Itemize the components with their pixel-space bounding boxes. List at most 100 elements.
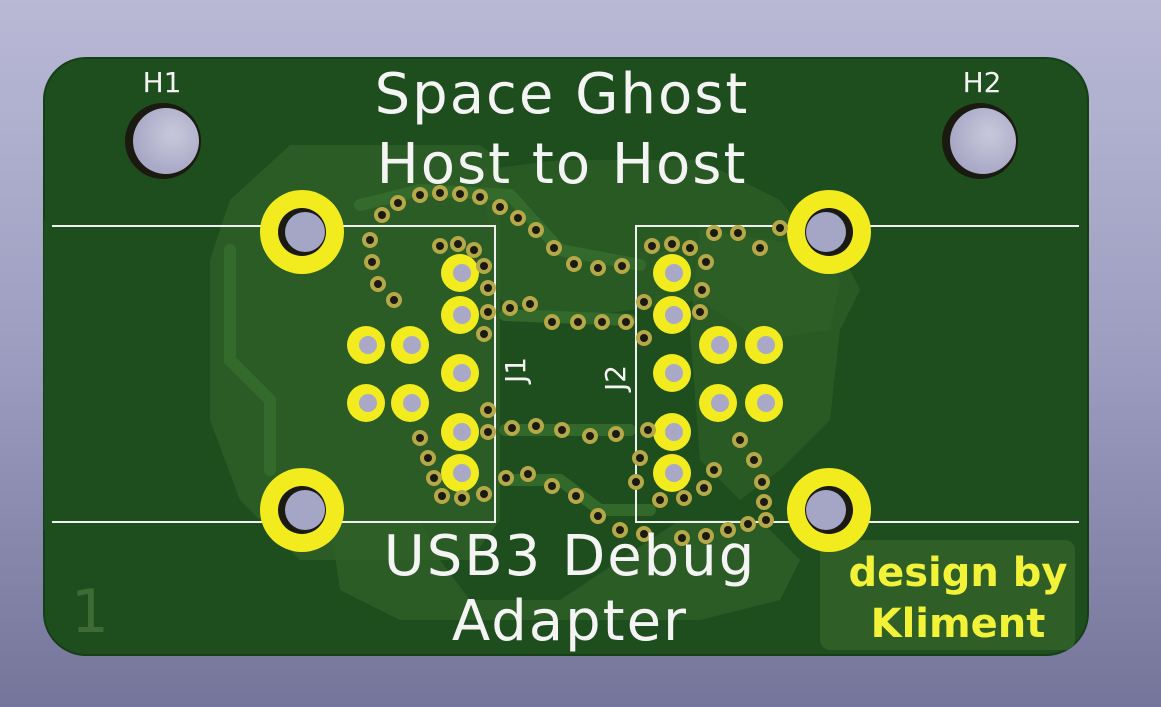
via [706, 462, 722, 478]
via [510, 210, 526, 226]
via [528, 418, 544, 434]
via [480, 304, 496, 320]
via [652, 492, 668, 508]
signal-pad [441, 413, 479, 451]
signal-pad [441, 354, 479, 392]
via [566, 256, 582, 272]
via [362, 232, 378, 248]
signal-pad [653, 413, 691, 451]
signal-pad [441, 454, 479, 492]
via [754, 474, 770, 490]
via [682, 240, 698, 256]
signal-pad [391, 326, 429, 364]
via [706, 225, 722, 241]
board-subtitle-line1: USB3 Debug [384, 524, 757, 589]
layer-number: 1 [71, 577, 109, 647]
via [544, 478, 560, 494]
via [746, 452, 762, 468]
via [450, 236, 466, 252]
via [480, 280, 496, 296]
via [390, 195, 406, 211]
via [432, 185, 448, 201]
signal-pad [653, 454, 691, 492]
via [608, 426, 624, 442]
board-title-line2: Host to Host [377, 132, 748, 197]
signal-pads [347, 254, 783, 492]
via [554, 422, 570, 438]
via [640, 422, 656, 438]
via [612, 522, 628, 538]
signal-pad [347, 384, 385, 422]
via [732, 432, 748, 448]
signal-pad [699, 384, 737, 422]
via [644, 238, 660, 254]
board-subtitle-line2: Adapter [452, 589, 688, 654]
via [454, 490, 470, 506]
via [696, 480, 712, 496]
via [664, 236, 680, 252]
via [412, 187, 428, 203]
via [618, 314, 634, 330]
via [676, 490, 692, 506]
via [594, 314, 610, 330]
via [476, 326, 492, 342]
via [374, 207, 390, 223]
via [752, 240, 768, 256]
board-title-line1: Space Ghost [375, 62, 750, 127]
signal-pad [441, 296, 479, 334]
via [466, 242, 482, 258]
via [674, 530, 690, 546]
via [420, 450, 436, 466]
signal-pad [745, 384, 783, 422]
via [636, 526, 652, 542]
via [632, 450, 648, 466]
via [720, 522, 736, 538]
via [502, 300, 518, 316]
connector-label-j2: J2 [599, 365, 632, 393]
credit-line1: design by [848, 550, 1067, 596]
via [492, 199, 508, 215]
via [636, 294, 652, 310]
signal-pad [441, 254, 479, 292]
via [698, 254, 714, 270]
signal-pad [653, 296, 691, 334]
via [590, 260, 606, 276]
hole-label-h1: H1 [143, 66, 182, 99]
credit-line2: Kliment [871, 601, 1046, 647]
via [740, 516, 756, 532]
via [386, 292, 402, 308]
via [452, 186, 468, 202]
mounting-hole-h1 [125, 103, 201, 179]
copper-pour-right [690, 230, 860, 500]
via [756, 494, 772, 510]
via [698, 528, 714, 544]
via [772, 220, 788, 236]
via [476, 258, 492, 274]
via [364, 254, 380, 270]
via [432, 238, 448, 254]
via [520, 466, 536, 482]
signal-pad [653, 254, 691, 292]
hole-label-h2: H2 [963, 66, 1002, 99]
via [590, 508, 606, 524]
via [370, 276, 386, 292]
via [528, 222, 544, 238]
via [614, 258, 630, 274]
mounting-hole-h2 [942, 103, 1018, 179]
via [476, 486, 492, 502]
via [544, 314, 560, 330]
signal-pad [391, 384, 429, 422]
via [570, 314, 586, 330]
connector-label-j1: J1 [499, 357, 532, 385]
via [546, 240, 562, 256]
shell-pads [260, 190, 871, 552]
via [758, 512, 774, 528]
via [498, 470, 514, 486]
vias [362, 185, 788, 546]
via [504, 420, 520, 436]
via [412, 430, 428, 446]
via [582, 428, 598, 444]
via [480, 424, 496, 440]
